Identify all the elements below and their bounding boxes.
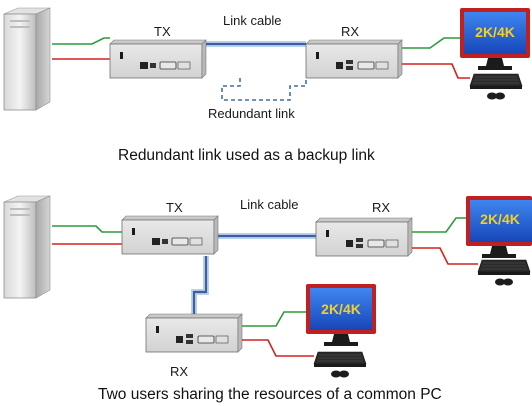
tx-device-icon-2 bbox=[121, 215, 219, 255]
rx-label-top: RX bbox=[341, 24, 360, 39]
monitor-icon: 2K/4K bbox=[460, 8, 530, 70]
usb-out-line bbox=[402, 63, 470, 79]
video-cable-line-2 bbox=[52, 225, 122, 233]
keyboard-mouse-icon bbox=[469, 73, 523, 100]
diagram-top: 2K/4K bbox=[3, 7, 530, 111]
monitor-resolution-text: 2K/4K bbox=[475, 24, 515, 40]
caption-bottom: Two users sharing the resources of a com… bbox=[98, 386, 442, 403]
monitor-right-resolution-text: 2K/4K bbox=[480, 211, 520, 227]
diagram-bottom: 2K/4K 2K/4K bbox=[3, 195, 532, 378]
link-cable-line-3 bbox=[192, 256, 208, 316]
redundant-link-label: Redundant link bbox=[208, 106, 295, 121]
monitor-bottom-icon: 2K/4K bbox=[306, 284, 376, 346]
rx-device-bottom-icon bbox=[145, 313, 243, 353]
link-cable-glow-3 bbox=[191, 256, 209, 316]
rx-right-label: RX bbox=[372, 200, 391, 215]
monitor-bottom-resolution-text: 2K/4K bbox=[321, 301, 361, 317]
keyboard-mouse-right-icon bbox=[477, 259, 531, 286]
usb-out-line-3 bbox=[242, 339, 314, 357]
tx-label-bottom: TX bbox=[166, 200, 183, 215]
caption-top: Redundant link used as a backup link bbox=[118, 147, 375, 164]
tx-device-icon bbox=[109, 39, 207, 79]
video-cable-line bbox=[52, 37, 110, 45]
usb-out-line-2 bbox=[412, 247, 478, 265]
rx-device-icon bbox=[305, 39, 403, 79]
video-out-line-3 bbox=[242, 311, 306, 327]
link-cable-label-bottom: Link cable bbox=[240, 197, 299, 212]
video-out-line-2 bbox=[412, 217, 466, 233]
source-pc-icon bbox=[3, 7, 51, 111]
tx-label-top: TX bbox=[154, 24, 171, 39]
link-cable-label-top: Link cable bbox=[223, 13, 282, 28]
keyboard-mouse-bottom-icon bbox=[313, 351, 367, 378]
monitor-right-icon: 2K/4K bbox=[466, 196, 532, 258]
video-out-line bbox=[402, 37, 460, 49]
redundant-link-line bbox=[221, 78, 307, 101]
source-pc-icon-2 bbox=[3, 195, 51, 299]
rx-bottom-label: RX bbox=[170, 364, 189, 379]
rx-device-right-icon bbox=[315, 217, 413, 257]
